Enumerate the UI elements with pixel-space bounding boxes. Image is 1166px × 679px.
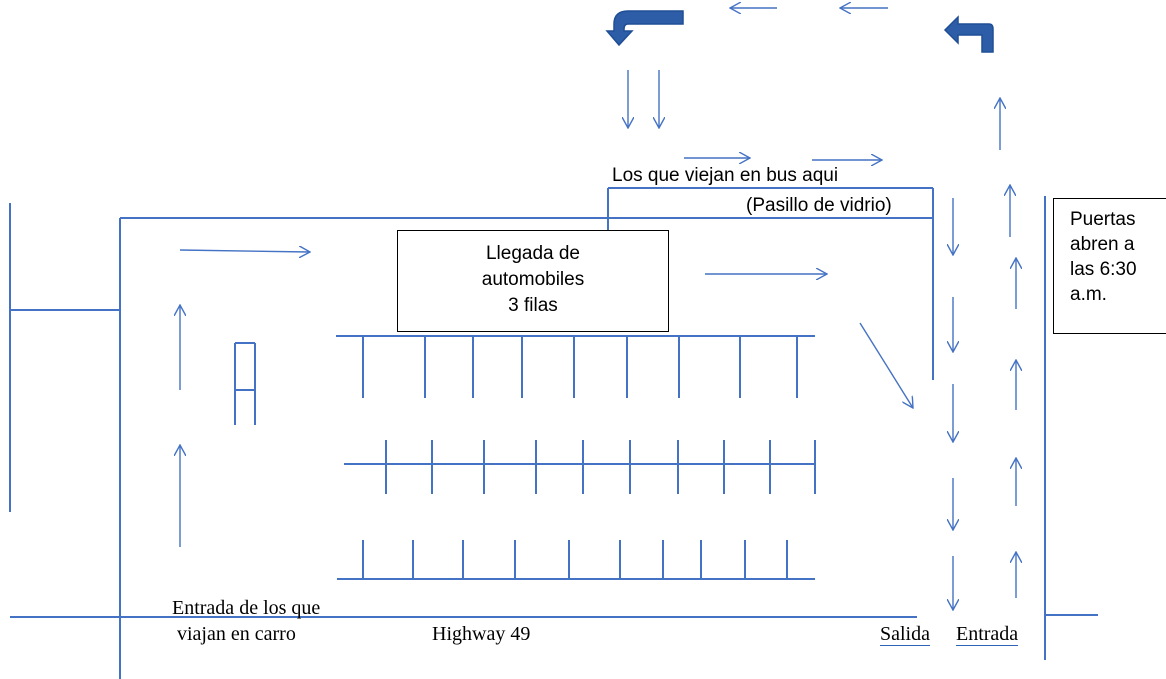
bus-area-label: Los que viejan en bus aqui bbox=[612, 165, 839, 186]
doors-open-box: Puertas abren a las 6:30 a.m. bbox=[1053, 198, 1166, 334]
car-arrivals-line-1: Llegada de bbox=[485, 243, 581, 264]
glass-hall-label: (Pasillo de vidrio) bbox=[746, 195, 892, 216]
car-entrance-label-line-2: viajan en carro bbox=[177, 623, 296, 645]
exit-label: Salida bbox=[880, 623, 930, 646]
diagonal-arrow bbox=[859, 322, 913, 408]
highway-label: Highway 49 bbox=[432, 623, 531, 645]
bent-arrow-left-icon bbox=[605, 10, 684, 47]
doors-open-line-1: Puertas bbox=[1070, 209, 1136, 230]
car-arrivals-line-3: 3 filas bbox=[508, 295, 558, 316]
car-entrance-label-line-1: Entrada de los que bbox=[172, 597, 321, 619]
car-arrivals-box: Llegada de automobiles 3 filas bbox=[397, 230, 669, 332]
lot-arrow-right-top bbox=[179, 250, 310, 252]
doors-open-line-2: abren a bbox=[1070, 234, 1135, 255]
car-arrivals-line-2: automobiles bbox=[481, 269, 585, 290]
bent-arrow-up-left-icon bbox=[943, 15, 994, 53]
doors-open-line-4: a.m. bbox=[1070, 284, 1107, 305]
doors-open-line-3: las 6:30 bbox=[1070, 259, 1137, 280]
entrance-label: Entrada bbox=[956, 623, 1019, 646]
